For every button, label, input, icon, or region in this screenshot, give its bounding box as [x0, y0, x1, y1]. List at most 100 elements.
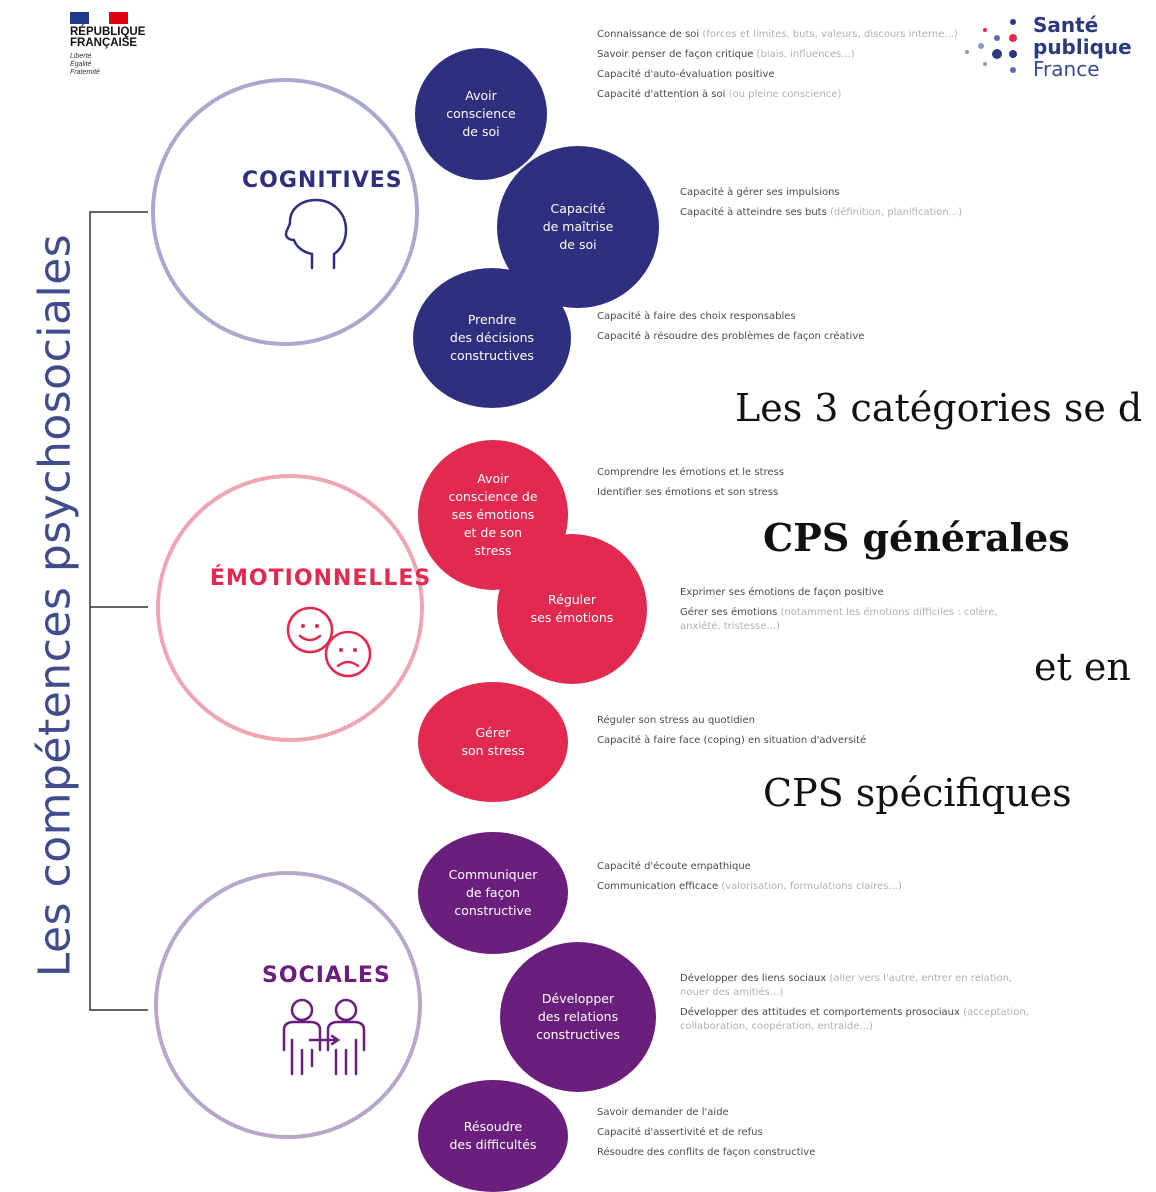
list-item: Capacité d'assertivité et de refus [597, 1126, 977, 1140]
items-conscience-de-soi: Connaissance de soi (forces et limites, … [597, 28, 1037, 108]
item-hint: (définition, planification...) [829, 207, 963, 218]
list-item: Capacité à gérer ses impulsions [680, 186, 1040, 200]
label-line: Gérer [475, 725, 511, 740]
item-text: Communication efficace [597, 881, 719, 892]
spf-line2: publique [1033, 35, 1132, 59]
label-line: et de son [463, 525, 523, 540]
list-item: Capacité d'attention à soi (ou pleine co… [597, 88, 1037, 102]
side-note-line1: Les 3 catégories se d [735, 386, 1143, 430]
list-item: Connaissance de soi (forces et limites, … [597, 28, 1037, 42]
label-line: de soi [462, 124, 500, 139]
people-exchange-icon [282, 998, 366, 1076]
label-line: constructives [450, 348, 534, 363]
item-text: Développer des liens sociaux [680, 973, 827, 984]
item-text: Exprimer ses émotions de façon positive [680, 587, 884, 598]
republique-francaise-logo: RÉPUBLIQUE FRANÇAISE Liberté Égalité Fra… [70, 12, 210, 77]
spf-text: Santé publique France [1033, 14, 1132, 80]
list-item: Capacité d'auto-évaluation positive [597, 68, 1037, 82]
side-note-line2: CPS générales [763, 515, 1070, 560]
list-item: Communication efficace (valorisation, fo… [597, 880, 917, 894]
item-text: Gérer ses émotions [680, 607, 778, 618]
label-line: ses émotions [451, 507, 535, 522]
rf-motto-1: Liberté [70, 53, 92, 60]
label-line: Avoir [477, 471, 509, 486]
category-sociales-label: SOCIALES [262, 963, 391, 988]
competence-relations-constructives: Développer des relations constructives [500, 942, 656, 1092]
label-line: des relations [537, 1009, 619, 1024]
list-item: Savoir penser de façon critique (biais, … [597, 48, 1037, 62]
items-conscience-emotions: Comprendre les émotions et le stress Ide… [597, 466, 917, 506]
items-communiquer: Capacité d'écoute empathique Communicati… [597, 860, 917, 900]
list-item: Développer des liens sociaux (aller vers… [680, 972, 1040, 1000]
social-ring [154, 871, 422, 1139]
items-relations-constructives: Développer des liens sociaux (aller vers… [680, 972, 1040, 1040]
category-cognitives-label: COGNITIVES [242, 168, 403, 193]
label-line: de façon [465, 885, 521, 900]
spf-line1: Santé [1033, 13, 1099, 37]
list-item: Capacité d'écoute empathique [597, 860, 917, 874]
item-text: Capacité d'auto-évaluation positive [597, 69, 775, 80]
label-line: Avoir [465, 88, 497, 103]
list-item: Capacité à faire des choix responsables [597, 310, 897, 324]
item-hint: (aller vers l'autre, entrer en relation,… [680, 973, 1013, 998]
item-hint: (acceptation, collaboration, coopération… [680, 1007, 1029, 1032]
item-hint: (valorisation, formulations claires...) [721, 881, 902, 892]
item-text: Développer des attitudes et comportement… [680, 1007, 960, 1018]
item-text: Résoudre des conflits de façon construct… [597, 1147, 816, 1158]
item-text: Capacité à atteindre ses buts [680, 207, 827, 218]
label-line: Résoudre [463, 1119, 523, 1134]
item-text: Capacité d'écoute empathique [597, 861, 751, 872]
item-hint: (ou pleine conscience) [728, 89, 842, 100]
rf-motto: Liberté Égalité Fraternité [70, 53, 210, 77]
label-line: des difficultés [449, 1137, 537, 1152]
label-line: Capacité [550, 201, 606, 216]
rf-motto-3: Fraternité [70, 69, 100, 76]
label-line: ses émotions [530, 610, 614, 625]
list-item: Savoir demander de l'aide [597, 1106, 977, 1120]
item-text: Savoir penser de façon critique [597, 49, 754, 60]
item-text: Identifier ses émotions et son stress [597, 487, 779, 498]
item-text: Comprendre les émotions et le stress [597, 467, 784, 478]
item-text: Capacité à faire des choix responsables [597, 311, 796, 322]
cognitive-ring [151, 78, 419, 346]
vertical-title: Les compétences psychosociales [29, 233, 81, 978]
label-line: des décisions [449, 330, 535, 345]
competence-resoudre-difficultes: Résoudre des difficultés [418, 1080, 568, 1192]
item-text: Capacité à faire face (coping) en situat… [597, 735, 867, 746]
item-text: Capacité à gérer ses impulsions [680, 187, 840, 198]
label-line: son stress [461, 743, 525, 758]
item-hint: (notamment les émotions difficiles : col… [680, 607, 998, 632]
competence-reguler-emotions: Réguler ses émotions [497, 534, 647, 684]
label-line: Communiquer [448, 867, 538, 882]
list-item: Capacité à atteindre ses buts (définitio… [680, 206, 1040, 220]
rf-name-line1: RÉPUBLIQUE [70, 26, 146, 38]
spf-dots-icon [965, 19, 1017, 73]
list-item: Exprimer ses émotions de façon positive [680, 586, 1040, 600]
sante-publique-france-logo: Santé publique France [955, 8, 1155, 88]
item-hint: (biais, influences...) [756, 49, 855, 60]
label-line: Développer [541, 991, 615, 1006]
items-resoudre-difficultes: Savoir demander de l'aide Capacité d'ass… [597, 1106, 977, 1166]
item-text: Capacité d'assertivité et de refus [597, 1127, 763, 1138]
item-hint: (forces et limites, buts, valeurs, disco… [702, 29, 958, 40]
item-text: Capacité d'attention à soi [597, 89, 726, 100]
label-line: Prendre [467, 312, 517, 327]
list-item: Capacité à résoudre des problèmes de faç… [597, 330, 897, 344]
rf-motto-2: Égalité [70, 61, 92, 68]
items-gerer-stress: Réguler son stress au quotidien Capacité… [597, 714, 1017, 754]
list-item: Développer des attitudes et comportement… [680, 1006, 1040, 1034]
head-profile-icon [284, 198, 348, 270]
item-text: Réguler son stress au quotidien [597, 715, 755, 726]
label-line: stress [474, 543, 512, 558]
competence-gerer-stress: Gérer son stress [418, 682, 568, 802]
label-line: constructives [536, 1027, 620, 1042]
label-line: de soi [559, 237, 597, 252]
list-item: Comprendre les émotions et le stress [597, 466, 917, 480]
competence-decisions-constructives: Prendre des décisions constructives [413, 268, 571, 408]
label-line: conscience de [448, 489, 538, 504]
label-line: Réguler [548, 592, 596, 607]
list-item: Réguler son stress au quotidien [597, 714, 1017, 728]
items-maitrise-de-soi: Capacité à gérer ses impulsions Capacité… [680, 186, 1040, 226]
